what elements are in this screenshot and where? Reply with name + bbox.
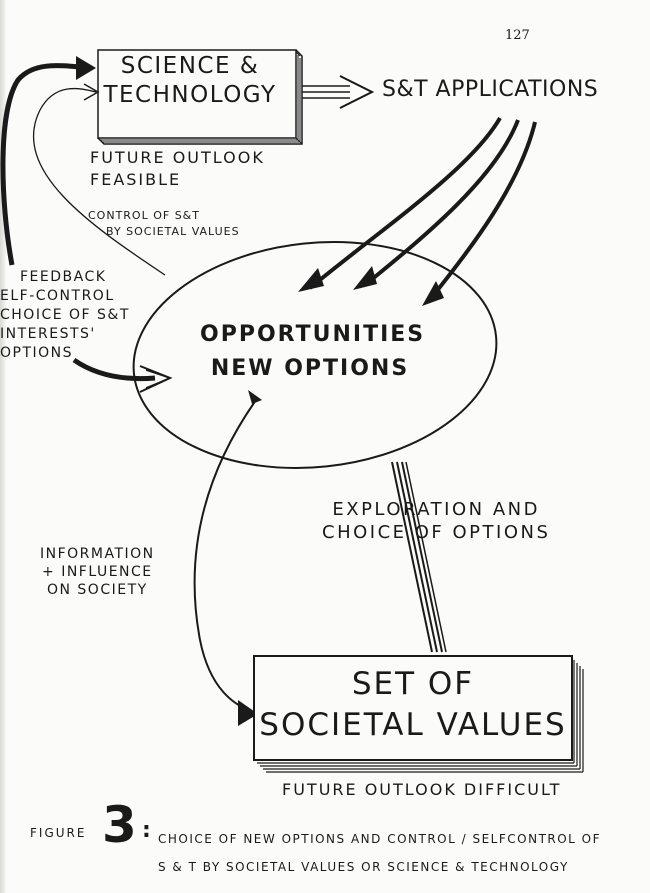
information-note: INFORMATION + INFLUENCE ON SOCIETY xyxy=(40,545,155,600)
future-outlook-difficult-note: FUTURE OUTLOOK DIFFICULT xyxy=(282,780,562,799)
science-technology-label: SCIENCE & TECHNOLOGY xyxy=(100,52,280,110)
figure-colon: : xyxy=(142,818,152,843)
science-technology-line-2: TECHNOLOGY xyxy=(103,81,277,108)
control-of-st-note: CONTROL OF S&T BY SOCIETAL VALUES xyxy=(88,208,240,240)
exploration-line-1: EXPLORATION AND xyxy=(332,499,540,520)
feedback-line-3: CHOICE OF S&T xyxy=(0,306,130,323)
figure-caption: CHOICE OF NEW OPTIONS AND CONTROL / SELF… xyxy=(158,826,601,881)
opportunities-line-1: OPPORTUNITIES xyxy=(200,322,426,347)
information-line-3: ON SOCIETY xyxy=(46,582,148,599)
information-line-2: + INFLUENCE xyxy=(42,564,153,581)
caption-line-2: S & T BY SOCIETAL VALUES OR SCIENCE & TE… xyxy=(158,859,569,874)
control-st-line-1: CONTROL OF S&T xyxy=(88,209,200,222)
exploration-arrow xyxy=(391,461,447,653)
exploration-line-2: CHOICE OF OPTIONS xyxy=(322,522,551,544)
science-technology-box xyxy=(97,49,303,145)
feedback-line-4: INTERESTS' xyxy=(0,325,96,342)
societal-values-line-1: SET OF xyxy=(351,666,475,702)
self-control-arrow xyxy=(0,63,93,266)
feedback-line-1: FEEDBACK xyxy=(20,269,107,285)
science-technology-line-1: SCIENCE & xyxy=(120,53,260,79)
feedback-note: FEEDBACK ELF-CONTROL CHOICE OF S&T INTER… xyxy=(0,268,130,362)
opportunities-line-2: NEW OPTIONS xyxy=(210,356,410,382)
opportunities-label: OPPORTUNITIES NEW OPTIONS xyxy=(200,318,426,386)
societal-values-line-2: SOCIETAL VALUES xyxy=(259,706,567,743)
information-line-1: INFORMATION xyxy=(40,546,155,562)
control-st-line-2: BY SOCIETAL VALUES xyxy=(106,224,240,238)
information-arrow xyxy=(193,399,257,713)
opportunities-ellipse xyxy=(132,241,498,469)
societal-values-label: SET OF SOCIETAL VALUES xyxy=(258,664,568,746)
feedback-arrow xyxy=(72,357,173,393)
future-feasible-line-2: FEASIBLE xyxy=(90,169,182,189)
page-edge xyxy=(0,0,6,893)
feedback-line-2: ELF-CONTROL xyxy=(0,287,115,304)
page-number: 127 xyxy=(505,28,530,43)
application-arrows xyxy=(298,116,537,306)
exploration-note: EXPLORATION AND CHOICE OF OPTIONS xyxy=(322,498,550,545)
figure-number: 3 xyxy=(102,796,137,854)
figure-label: FIGURE xyxy=(30,826,87,840)
feedback-line-5: OPTIONS xyxy=(0,344,74,361)
double-arrow-to-applications xyxy=(302,75,375,109)
future-outlook-feasible-note: FUTURE OUTLOOK FEASIBLE xyxy=(90,147,265,190)
caption-line-1: CHOICE OF NEW OPTIONS AND CONTROL / SELF… xyxy=(158,832,602,846)
st-applications-label: S&T APPLICATIONS xyxy=(382,77,599,102)
control-arrow xyxy=(33,87,166,276)
societal-values-box xyxy=(253,655,584,773)
future-feasible-line-1: FUTURE OUTLOOK xyxy=(90,148,265,167)
